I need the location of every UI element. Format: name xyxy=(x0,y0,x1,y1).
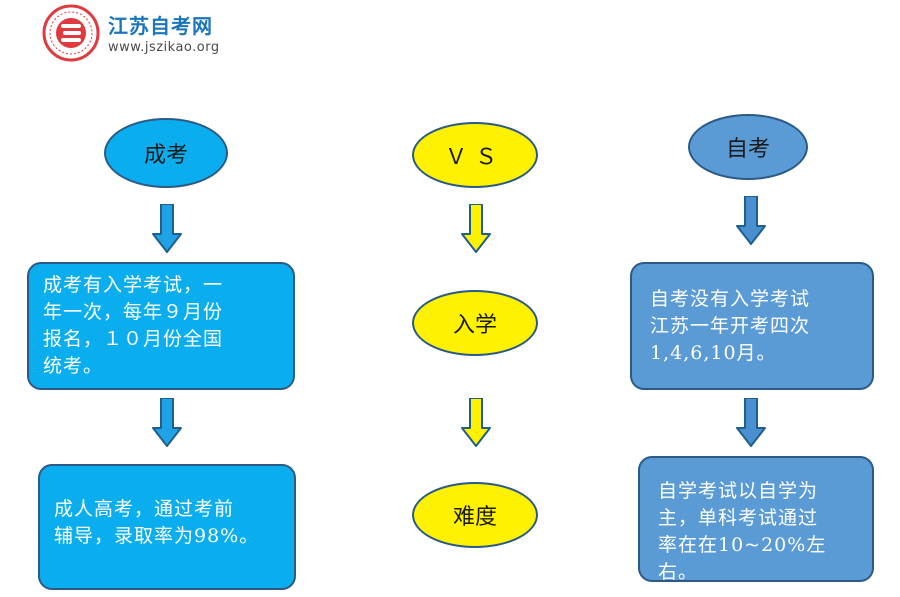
box-zikao-entrance: 自考没有入学考试 江苏一年开考四次 1,4,6,10月。 xyxy=(630,262,874,390)
arrow-down-icon xyxy=(461,398,491,447)
logo-title: 江苏自考网 xyxy=(108,14,213,38)
node-difficulty-label: 难度 xyxy=(412,482,538,548)
logo-seal-icon xyxy=(42,4,100,62)
box-chengkao-difficulty: 成人高考，通过考前 辅导，录取率为98%。 xyxy=(38,464,296,590)
node-entrance-label: 入学 xyxy=(412,290,538,356)
arrow-down-icon xyxy=(152,204,182,253)
arrow-down-icon xyxy=(461,204,491,253)
arrow-down-icon xyxy=(736,398,766,447)
site-logo[interactable]: 江苏自考网 www.jszikao.org xyxy=(42,4,282,62)
node-vs-header: ＶＳ xyxy=(412,122,538,188)
arrow-down-icon xyxy=(152,398,182,447)
box-zikao-difficulty: 自学考试以自学为 主，单科考试通过 率在在10~20%左右。 xyxy=(638,456,874,583)
arrow-down-icon xyxy=(736,196,766,245)
node-chengkao-header: 成考 xyxy=(104,118,228,188)
box-chengkao-entrance: 成考有入学考试，一 年一次，每年９月份 报名，１０月份全国 统考。 xyxy=(27,262,295,390)
node-zikao-header: 自考 xyxy=(688,114,808,180)
logo-url: www.jszikao.org xyxy=(108,40,220,55)
